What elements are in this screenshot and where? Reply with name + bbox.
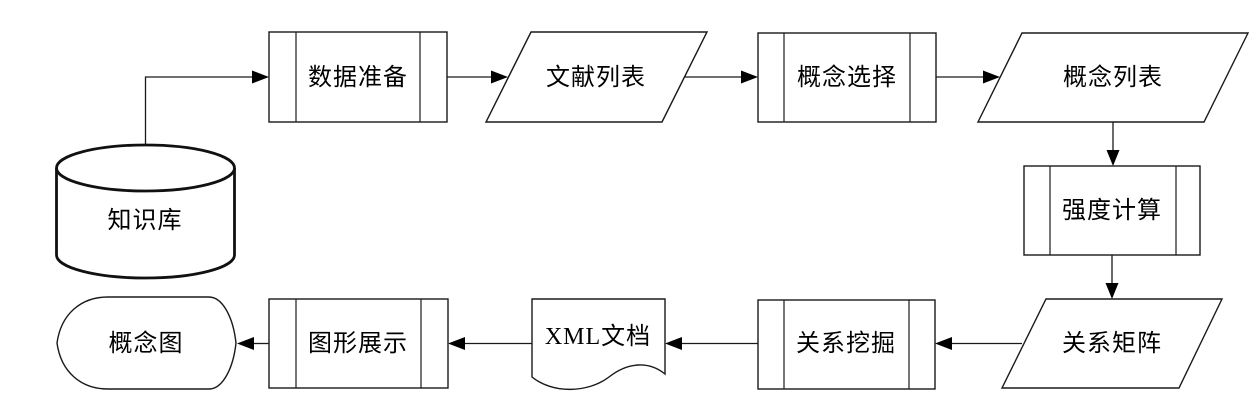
node-label-concept-selection: 概念选择 (797, 64, 897, 91)
node-label-relation-matrix: 关系矩阵 (1062, 330, 1162, 357)
arrow-concept-list-to-strength-calculation (1106, 122, 1120, 166)
arrow-relation-mining-to-xml-document (665, 337, 758, 350)
arrow-xml-document-to-graph-display (448, 337, 532, 350)
display-shape (56, 296, 237, 390)
process-box (757, 32, 937, 123)
data-parallelogram (1000, 298, 1224, 389)
node-knowledge-base: 知识库 (55, 143, 236, 280)
node-strength-calculation: 强度计算 (1023, 165, 1201, 256)
process-box (268, 298, 449, 389)
data-parallelogram (976, 32, 1250, 123)
node-xml-document: XML文档 (531, 298, 666, 391)
node-relation-matrix: 关系矩阵 (1000, 298, 1224, 389)
node-label-concept-list: 概念列表 (1063, 64, 1163, 91)
data-parallelogram (484, 31, 709, 123)
node-concept-list: 概念列表 (976, 32, 1250, 123)
arrow-literature-list-to-concept-selection (685, 70, 758, 84)
arrow-graph-display-to-concept-map (237, 337, 269, 350)
node-label-literature-list: 文献列表 (546, 64, 646, 91)
arrow-strength-calculation-to-relation-matrix (1105, 255, 1119, 299)
arrow-concept-selection-to-concept-list (936, 70, 1000, 84)
node-data-preparation: 数据准备 (268, 31, 448, 123)
node-relation-mining: 关系挖掘 (757, 299, 936, 390)
process-box (268, 31, 448, 123)
arrow-data-preparation-to-literature-list (447, 70, 508, 84)
document-shape (531, 298, 666, 391)
node-graph-display: 图形展示 (268, 298, 449, 389)
process-box (1023, 165, 1201, 256)
arrow-relation-matrix-to-relation-mining (935, 337, 1022, 350)
process-box (757, 299, 936, 390)
node-literature-list: 文献列表 (484, 31, 709, 123)
cylinder-top-ellipse (55, 143, 236, 193)
node-label-strength-calculation: 强度计算 (1062, 197, 1162, 224)
node-label-relation-mining: 关系挖掘 (796, 330, 896, 357)
node-label-concept-map: 概念图 (109, 330, 184, 357)
node-label-xml-document: XML文档 (545, 323, 651, 350)
node-concept-selection: 概念选择 (757, 32, 937, 123)
node-label-data-preparation: 数据准备 (308, 64, 408, 91)
node-label-graph-display: 图形展示 (308, 330, 408, 357)
node-concept-map: 概念图 (56, 296, 237, 390)
arrow-knowledge-base-to-data-preparation (144, 70, 269, 166)
node-label-knowledge-base: 知识库 (108, 207, 183, 234)
cylinder-shape (55, 168, 236, 280)
